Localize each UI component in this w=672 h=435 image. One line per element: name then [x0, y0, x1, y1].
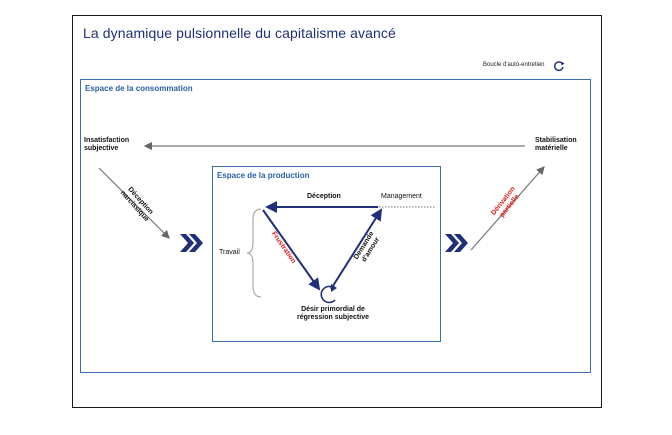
stabilisation-line2: matérielle [535, 145, 568, 152]
node-stabilisation: Stabilisation matérielle [535, 137, 577, 153]
arrow-derivation-partielle [470, 166, 545, 251]
production-space-label: Espace de la production [217, 171, 310, 180]
edge-label-deception: Déception [307, 193, 341, 200]
arrow-deception-narcissique [98, 167, 170, 239]
loop-arrow-icon [554, 61, 565, 71]
travail-bracket [246, 208, 262, 298]
edge-frustration [262, 209, 321, 291]
desir-line2: régression subjective [297, 314, 369, 321]
legend-label: Boucle d'auto-entretien [483, 62, 545, 68]
stabilisation-line1: Stabilisation [535, 137, 577, 144]
right-chevron-icon [445, 234, 468, 252]
insatisfaction-line1: Insatisfaction [84, 137, 130, 144]
diagram-arrows [98, 141, 545, 304]
desir-line1: Désir primordial de [301, 306, 365, 313]
slide: La dynamique pulsionnelle du capitalisme… [72, 15, 602, 408]
node-insatisfaction: Insatisfaction subjective [84, 137, 129, 153]
consumption-space-label: Espace de la consommation [85, 84, 193, 93]
node-desir-primordial: Désir primordial de régression subjectiv… [278, 306, 388, 322]
node-travail: Travail [219, 249, 240, 256]
edge-demande-amour [330, 208, 383, 290]
insatisfaction-line2: subjective [84, 145, 119, 152]
left-chevron-icon [180, 234, 203, 252]
central-loop-icon [320, 284, 337, 304]
node-management: Management [381, 193, 422, 200]
slide-title: La dynamique pulsionnelle du capitalisme… [83, 25, 396, 41]
consumption-space-box: Espace de la consommation [80, 79, 591, 373]
